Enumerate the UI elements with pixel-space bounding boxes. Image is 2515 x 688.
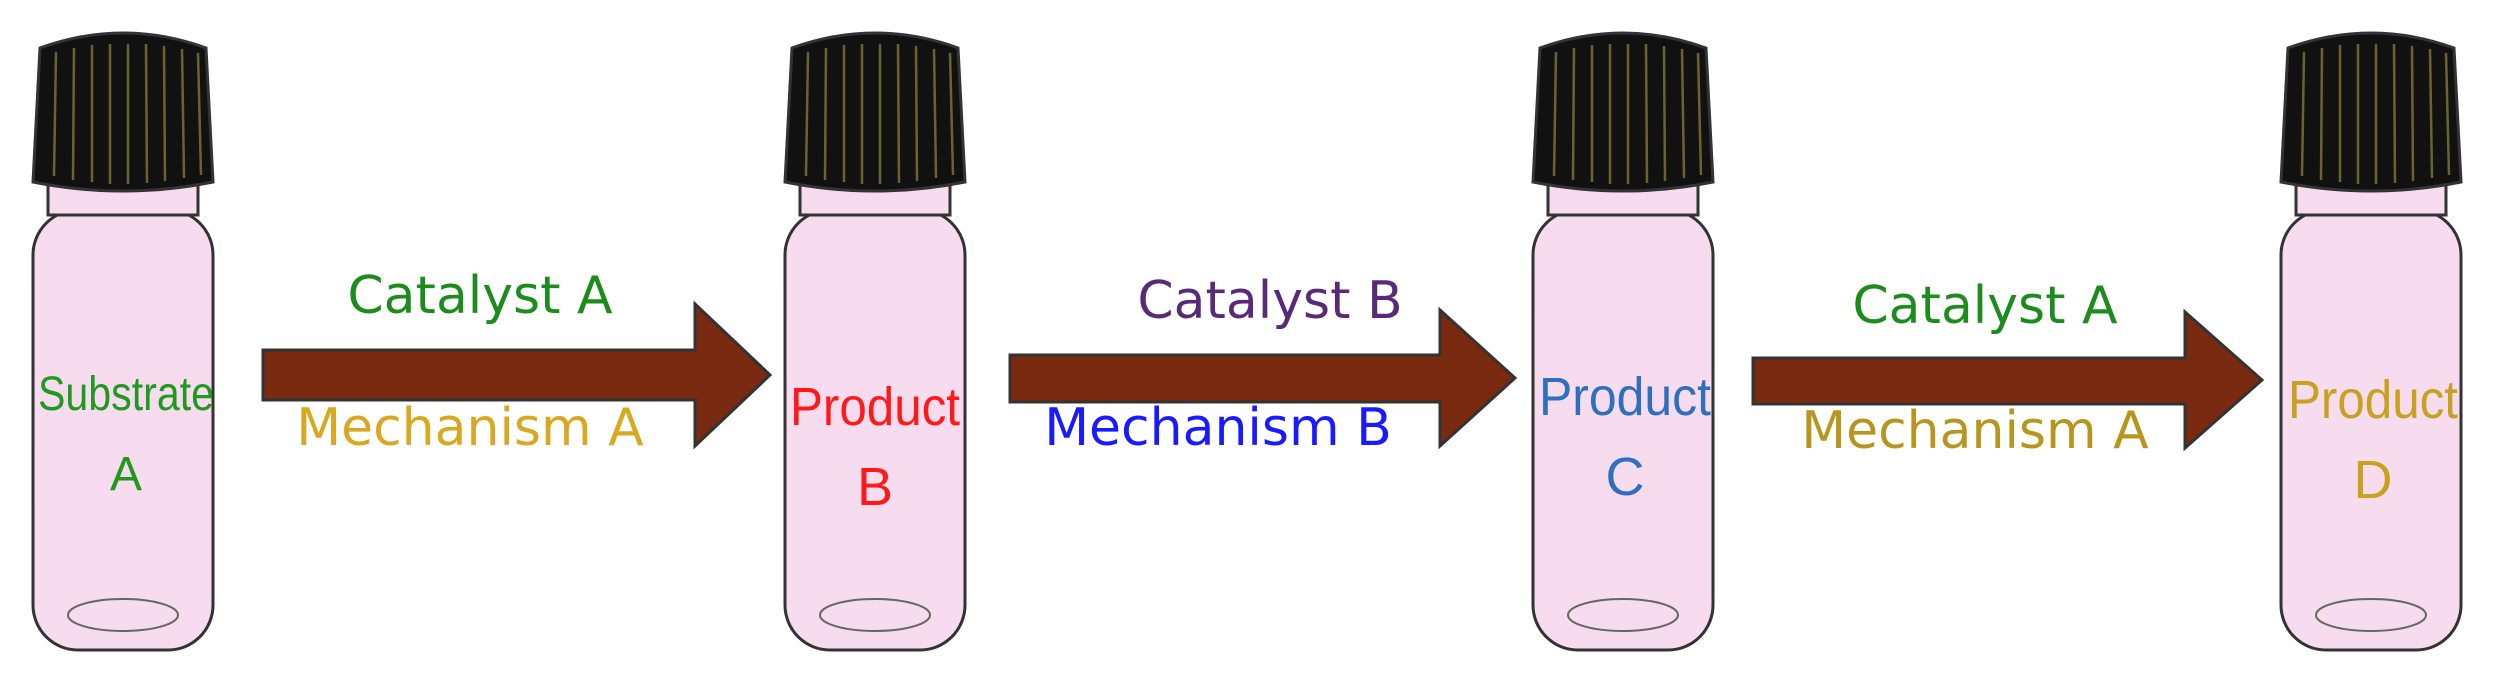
arrow-shape [1751,308,2265,452]
vial-label-line1: Substrate [38,368,214,421]
reaction-arrow-3: Catalyst A Mechanism A [1751,276,2265,461]
arrow-shape [1008,306,1518,450]
vial-label-line2: C [1606,447,1645,507]
vial-bottom [67,598,179,632]
reaction-arrow-1: Catalyst A Mechanism A [261,266,773,458]
vial-product-c: Product C [1531,31,1715,652]
arrow-bottom-label: Mechanism A [296,398,644,458]
vial-body [31,208,215,652]
vial-product-b: Product B [783,31,967,652]
vial-label-line1: Product [2288,370,2458,430]
vial-cap [1531,31,1715,193]
vial-substrate-a: Substrate A [31,31,215,652]
arrow-top-label: Catalyst B [1137,271,1402,331]
vial-cap [2279,31,2463,193]
vial-body [2279,208,2463,652]
vial-product-d: Product D [2279,31,2463,652]
reaction-arrow-2: Catalyst B Mechanism B [1008,271,1518,458]
vial-label-line1: Product [1539,367,1711,427]
vial-label-line1: Product [790,377,960,437]
vial-label-line2: B [857,457,893,517]
vial-bottom [2315,598,2427,632]
vial-label-line2: A [110,448,142,501]
arrow-top-label: Catalyst A [1852,276,2118,336]
arrow-top-label: Catalyst A [347,266,613,326]
vial-label-line2: D [2354,450,2393,510]
arrow-shape [261,300,773,450]
vial-body [1531,208,1715,652]
arrow-bottom-label: Mechanism B [1044,398,1392,458]
vial-bottom [819,598,931,632]
vial-bottom [1567,598,1679,632]
arrow-bottom-label: Mechanism A [1801,401,2149,461]
vial-cap [31,31,215,193]
vial-cap [783,31,967,193]
